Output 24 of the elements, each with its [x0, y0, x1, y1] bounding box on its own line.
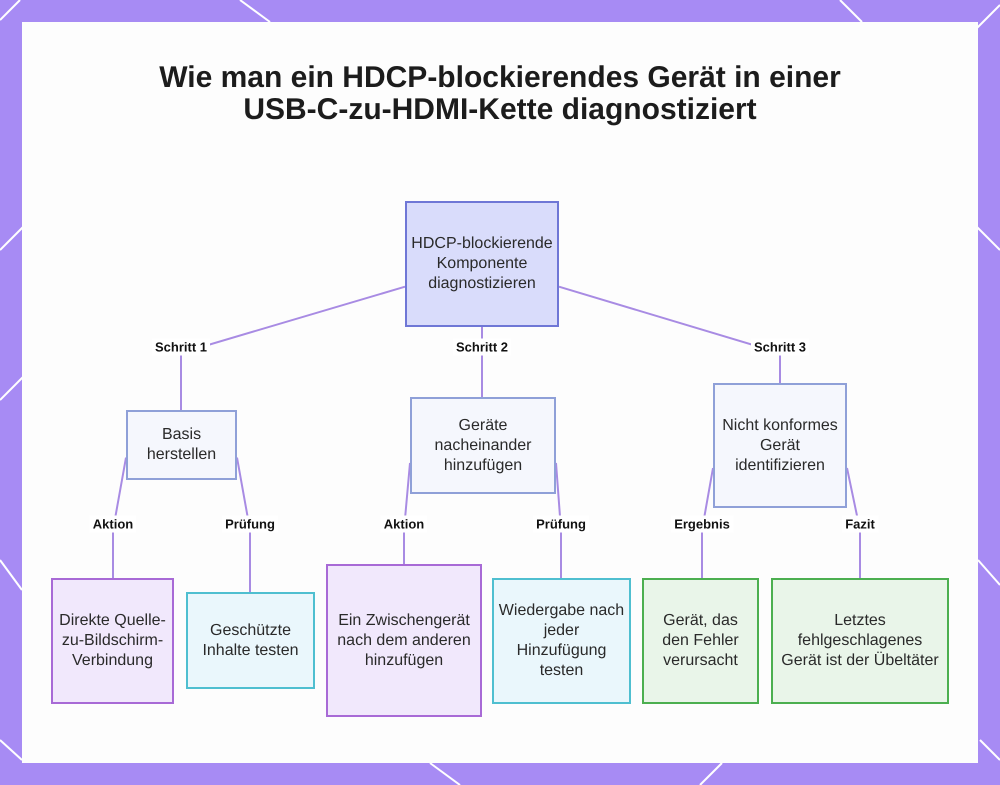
node-text: Basis herstellen	[146, 425, 218, 465]
node-text: Gerät, das den Fehler verursacht	[661, 611, 740, 671]
connector-line	[236, 457, 251, 592]
connector-line	[180, 286, 406, 410]
process-box	[713, 383, 847, 508]
process-box	[492, 578, 631, 704]
diagram-title: Wie man ein HDCP-blockierendes Gerät in einer USB-C-zu-HDMI-Kette diagnostiziert	[158, 62, 842, 126]
process-box	[126, 410, 237, 480]
process-box	[51, 578, 174, 704]
node-text: Direkte Quelle-zu-Bildschirm-Verbindung	[58, 611, 167, 671]
node-text: HDCP-blockierende Komponente diagnostizieren	[411, 234, 553, 294]
process-box	[326, 564, 482, 717]
node-text: Ein Zwischengerät nach dem anderen hinzufügen	[336, 610, 472, 670]
node-text: Nicht konformes Gerät identifizieren	[721, 416, 839, 476]
process-box	[642, 578, 759, 704]
node-text: Wiedergabe nach jeder Hinzufügung testen	[498, 601, 625, 681]
process-box	[186, 592, 315, 689]
process-box	[410, 397, 556, 494]
node-text: Geschützte Inhalte testen	[201, 620, 300, 660]
root-box	[405, 201, 559, 327]
node-text: Letztes fehlgeschlagenes Gerät ist der Übeltäter	[780, 611, 940, 671]
process-box	[771, 578, 949, 704]
connector-line	[112, 457, 127, 578]
node-text: Geräte nacheinander hinzufügen	[434, 416, 532, 476]
